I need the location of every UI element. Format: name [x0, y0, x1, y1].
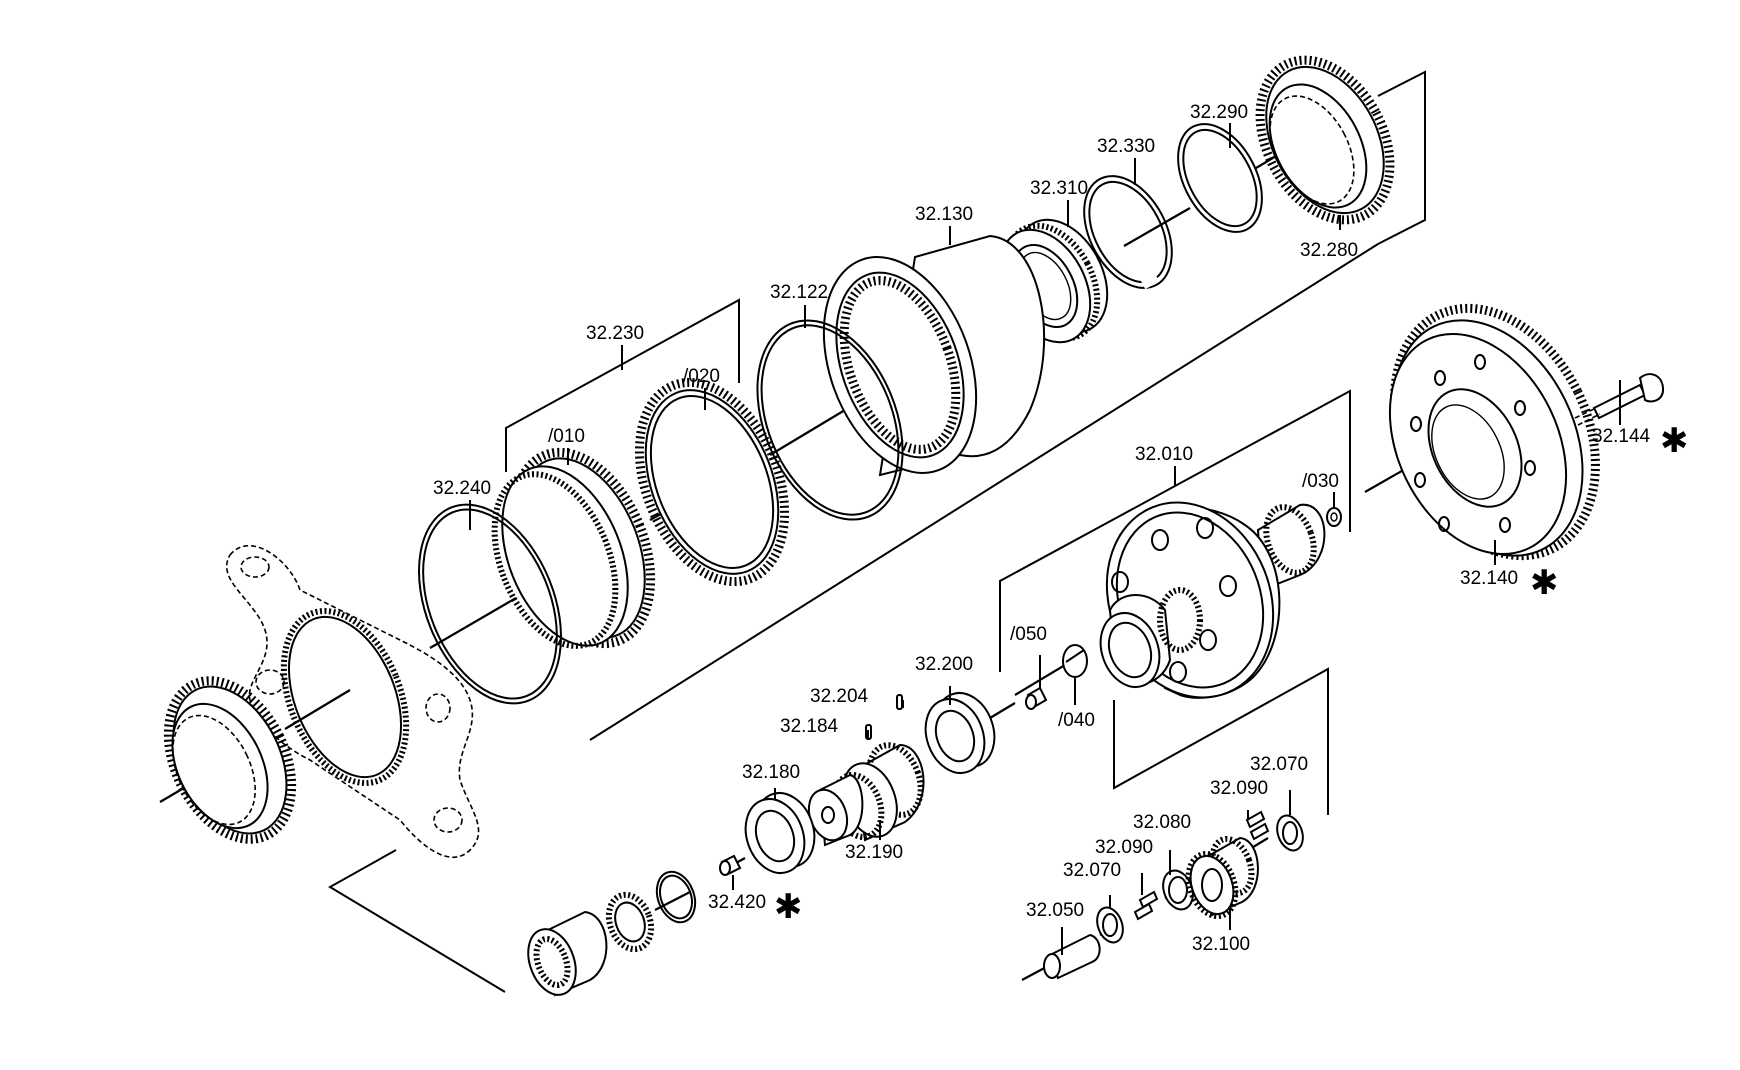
bracket-32-070-group: [1113, 667, 1329, 815]
label-32-122: 32.122: [770, 282, 828, 303]
part-32-204-pin: [896, 694, 903, 710]
label-32-310: 32.310: [1030, 178, 1088, 199]
part-32-100-planet-gear: [1185, 835, 1259, 919]
label-32-204: 32.204: [810, 686, 869, 707]
part-ring-gear-left: [163, 676, 297, 844]
bracket-bottom-left: [328, 849, 506, 993]
part-32-200-bearing-ring: [924, 692, 996, 774]
label-32-420: 32.420: [708, 892, 766, 913]
label-050: /050: [1010, 624, 1047, 645]
label-32-190: 32.190: [845, 842, 903, 863]
label-32-010: 32.010: [1135, 444, 1193, 465]
bracket-32-010: [999, 389, 1351, 672]
part-32-190-sun-shaft: [807, 742, 925, 847]
part-housing-plate: [225, 544, 480, 858]
part-snap-ring-small: [655, 870, 697, 924]
part-32-140-spur-gear: [1388, 303, 1600, 561]
part-32-180-bearing-ring: [744, 792, 816, 874]
part-030-plug: [1326, 507, 1342, 527]
label-32-070-lower: 32.070: [1063, 860, 1121, 881]
label-010: /010: [548, 426, 585, 447]
part-32-290-snap-ring: [1177, 123, 1263, 233]
part-32-240-ring: [418, 503, 562, 705]
bracket-top-right: [1377, 70, 1426, 245]
part-thrust-washer-small: [605, 891, 655, 953]
part-020-friction-disc: [634, 377, 790, 587]
part-040-clip: [1062, 644, 1088, 678]
label-32-090-lower: 32.090: [1095, 837, 1153, 858]
axis-seg-3: [429, 597, 517, 649]
part-32-130-ring-drum: [822, 234, 1046, 477]
part-32-280-ring-gear: [1255, 55, 1395, 225]
marker-32-420: ✱: [774, 887, 803, 927]
label-020: /020: [683, 366, 720, 387]
label-32-184: 32.184: [780, 716, 839, 737]
part-needle-bearing: [527, 910, 608, 997]
part-32-090-roller-b: [1245, 810, 1270, 841]
label-030: /030: [1302, 471, 1339, 492]
part-32-080-spacer: [1162, 869, 1194, 911]
label-32-240: 32.240: [433, 478, 491, 499]
label-32-070-upper: 32.070: [1250, 754, 1308, 775]
label-040: /040: [1058, 710, 1095, 731]
part-32-070-washer-b: [1276, 814, 1304, 852]
label-32-200: 32.200: [915, 654, 973, 675]
label-32-080: 32.080: [1133, 812, 1191, 833]
bracket-top-line: [589, 243, 1379, 741]
label-32-090-upper: 32.090: [1210, 778, 1268, 799]
leader-lines: [469, 123, 1621, 955]
part-32-070-washer-a: [1096, 906, 1124, 944]
label-32-280: 32.280: [1300, 240, 1358, 261]
label-32-100: 32.100: [1192, 934, 1250, 955]
label-32-330: 32.330: [1097, 136, 1155, 157]
label-32-290: 32.290: [1190, 102, 1248, 123]
part-32-090-roller-a: [1133, 890, 1159, 921]
axis-seg-11: [989, 702, 1016, 719]
part-32-050-pin: [1043, 933, 1101, 980]
label-32-050: 32.050: [1026, 900, 1084, 921]
label-32-140: 32.140: [1460, 568, 1518, 589]
marker-32-140: ✱: [1530, 563, 1559, 603]
label-32-180: 32.180: [742, 762, 800, 783]
axis-seg-5: [769, 409, 846, 456]
label-32-130: 32.130: [915, 204, 973, 225]
part-32-420-plug: [719, 854, 742, 876]
part-32-330-snap-ring: [1083, 175, 1173, 290]
part-32-010-planet-carrier: [1099, 501, 1326, 699]
part-050-pin: [1025, 686, 1048, 710]
label-32-144: 32.144: [1592, 426, 1651, 447]
axis-seg-7: [1123, 207, 1191, 247]
label-32-230: 32.230: [586, 323, 644, 344]
marker-32-144: ✱: [1660, 421, 1689, 461]
